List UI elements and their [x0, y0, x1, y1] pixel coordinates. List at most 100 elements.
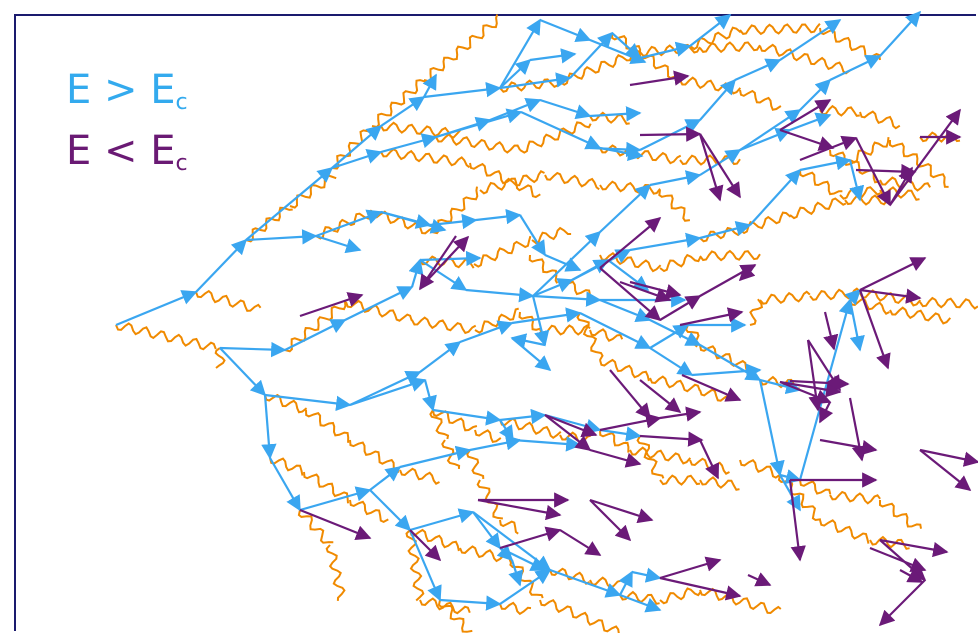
- electron-track-high: [489, 97, 542, 122]
- electron-track-high: [465, 287, 535, 303]
- electron-track-low: [919, 449, 972, 491]
- electron-track-high: [349, 377, 427, 407]
- photon-track: [636, 435, 665, 479]
- photon-track: [819, 519, 870, 544]
- photon-track: [429, 409, 450, 440]
- electron-track-low: [599, 267, 662, 322]
- electron-track-low: [599, 217, 662, 269]
- electron-track-high: [631, 567, 662, 583]
- electron-track-high: [571, 249, 632, 281]
- electron-track-high: [519, 214, 546, 257]
- photon-track: [629, 446, 692, 465]
- electron-track-high: [699, 149, 742, 176]
- electron-track-low: [477, 498, 562, 521]
- electron-track-high: [699, 78, 737, 121]
- electron-track-high: [599, 426, 642, 442]
- electron-track-low: [878, 579, 926, 627]
- electron-track-high: [779, 19, 842, 61]
- electron-track-low: [639, 379, 682, 413]
- electron-track-high: [419, 341, 462, 373]
- photon-track: [303, 471, 349, 504]
- low-energy-particle-tracks: [299, 70, 978, 627]
- photon-track: [399, 467, 440, 485]
- photon-track: [919, 296, 978, 310]
- photon-track: [435, 133, 521, 154]
- electron-track-high: [599, 183, 652, 233]
- electron-track-high: [589, 106, 642, 122]
- electron-track-high: [510, 333, 546, 349]
- electron-track-high: [349, 370, 422, 406]
- electron-track-high: [419, 259, 468, 291]
- legend-low-text: E < E: [66, 128, 176, 174]
- electron-track-high: [269, 457, 301, 512]
- diagram-frame: [14, 14, 976, 631]
- electron-track-high: [399, 445, 472, 469]
- electron-track-low: [659, 406, 702, 422]
- electron-track-high: [331, 148, 383, 170]
- photon-track: [659, 587, 702, 605]
- photon-track: [799, 479, 832, 495]
- electron-track-high: [380, 133, 438, 154]
- photon-track: [699, 41, 761, 54]
- electron-track-high: [829, 55, 882, 81]
- photon-track: [264, 393, 308, 414]
- photon-track: [889, 306, 952, 325]
- photon-track: [689, 26, 742, 51]
- photon-track: [115, 322, 217, 351]
- photon-track: [699, 587, 782, 615]
- electron-track-high: [380, 96, 426, 127]
- photon-track: [331, 127, 375, 170]
- electron-track-high: [649, 324, 690, 349]
- photon-track: [531, 226, 572, 245]
- legend-high-text: E > E: [66, 67, 176, 113]
- electron-track-low: [299, 508, 372, 541]
- electron-track-low: [738, 264, 756, 282]
- photon-track: [423, 14, 499, 83]
- photon-track: [474, 429, 502, 444]
- electron-track-high: [549, 568, 622, 598]
- photon-track: [699, 476, 740, 491]
- photon-track: [544, 171, 600, 191]
- electron-track-high: [848, 299, 865, 352]
- electron-track-high: [789, 112, 832, 132]
- photon-track: [499, 78, 561, 93]
- electron-track-low: [779, 99, 832, 131]
- electron-track-low: [544, 413, 598, 438]
- legend-low-subscript: c: [175, 151, 188, 176]
- electron-track-high: [219, 341, 287, 358]
- electron-track-high: [539, 18, 592, 43]
- electron-track-low: [409, 529, 442, 562]
- electron-track-low: [855, 163, 917, 180]
- photon-track: [599, 429, 630, 453]
- photon-track: [849, 297, 890, 315]
- photon-track: [859, 289, 922, 307]
- electron-track-low: [858, 289, 891, 370]
- electron-track-high: [520, 110, 602, 150]
- electron-track-high: [459, 320, 514, 344]
- electron-track-high: [195, 238, 248, 293]
- electron-track-high: [422, 73, 437, 98]
- electron-track-high: [408, 529, 442, 602]
- electron-track-high: [261, 394, 277, 460]
- photon-track: [195, 289, 262, 312]
- photon-track: [371, 79, 426, 129]
- photon-track: [559, 48, 641, 86]
- electron-track-high: [435, 116, 492, 139]
- photon-track: [599, 180, 661, 195]
- electron-track-high: [472, 511, 552, 571]
- electron-track-high: [344, 286, 414, 321]
- photon-track: [819, 27, 881, 61]
- electron-track-high: [299, 486, 372, 512]
- electron-track-low: [629, 280, 682, 299]
- legend-high-energy: E > Ec: [66, 66, 188, 127]
- electron-track-low: [544, 414, 592, 451]
- electron-track-high: [496, 544, 514, 562]
- photon-track: [699, 226, 742, 243]
- photon-track: [749, 298, 764, 326]
- electron-track-low: [823, 311, 839, 351]
- electron-track-low: [698, 133, 724, 202]
- photon-track: [549, 567, 590, 585]
- electron-track-high: [539, 98, 592, 120]
- electron-track-high: [579, 312, 652, 349]
- photon-track: [739, 89, 782, 111]
